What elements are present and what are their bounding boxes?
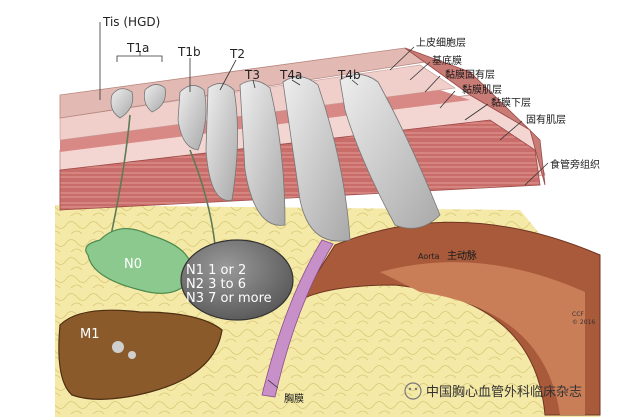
label-m1: M1 <box>80 327 100 342</box>
label-epithelium: 上皮细胞层 <box>416 36 466 49</box>
label-n1: N1 1 or 2 <box>186 263 246 278</box>
tumor-t2 <box>205 83 238 201</box>
tumor-t4a <box>282 76 351 242</box>
t-stage-leaders <box>99 22 359 100</box>
label-t1b: T1b <box>177 45 201 59</box>
label-muscularis-propria: 固有肌层 <box>526 113 566 126</box>
label-lamina-propria: 黏膜固有层 <box>445 68 495 81</box>
label-n0: N0 <box>124 257 142 272</box>
watermark-text: 中国胸心血管外科临床杂志 <box>426 385 582 400</box>
label-t1a: T1a <box>126 41 149 55</box>
liver-metastasis-2 <box>128 351 136 359</box>
label-aorta-cn: 主动脉 <box>447 249 477 262</box>
label-adventitia: 食管旁组织 <box>550 158 600 171</box>
credit-line2: © 2016 <box>572 319 595 326</box>
lymphatic-vessel-1 <box>109 114 131 241</box>
label-tis: Tis (HGD) <box>102 15 160 29</box>
label-aorta-en: Aorta <box>418 252 440 261</box>
layer-leaders <box>267 46 549 389</box>
label-n2: N2 3 to 6 <box>186 277 246 292</box>
credit-line1: CCF <box>572 311 584 318</box>
liver <box>58 309 223 400</box>
watermark: 中国胸心血管外科临床杂志 <box>404 382 582 400</box>
aorta <box>298 221 601 416</box>
wechat-icon <box>404 382 422 400</box>
label-muscularis-mucosae: 黏膜肌层 <box>462 83 502 96</box>
label-pleura: 胸膜 <box>284 392 304 405</box>
tumor-t3 <box>239 80 286 226</box>
label-t2: T2 <box>229 47 245 61</box>
tumor-t1a <box>110 84 166 119</box>
pleura <box>261 239 334 398</box>
lymphatic-vessel-2 <box>189 149 216 246</box>
aorta-lumen <box>380 262 585 415</box>
label-t4b: T4b <box>337 68 361 82</box>
tumor-t4b <box>339 74 441 229</box>
lymph-node-n1-n3 <box>180 239 294 321</box>
tumor-t1b <box>177 85 207 151</box>
label-submucosa: 黏膜下层 <box>491 96 531 109</box>
lymph-node-n0 <box>85 228 193 294</box>
label-basement-membrane: 基底膜 <box>432 54 462 67</box>
liver-metastasis-1 <box>112 341 124 353</box>
wall-cut-face <box>404 47 546 186</box>
label-t4a: T4a <box>279 68 302 82</box>
label-n3: N3 7 or more <box>186 291 272 306</box>
label-t3: T3 <box>244 68 260 82</box>
